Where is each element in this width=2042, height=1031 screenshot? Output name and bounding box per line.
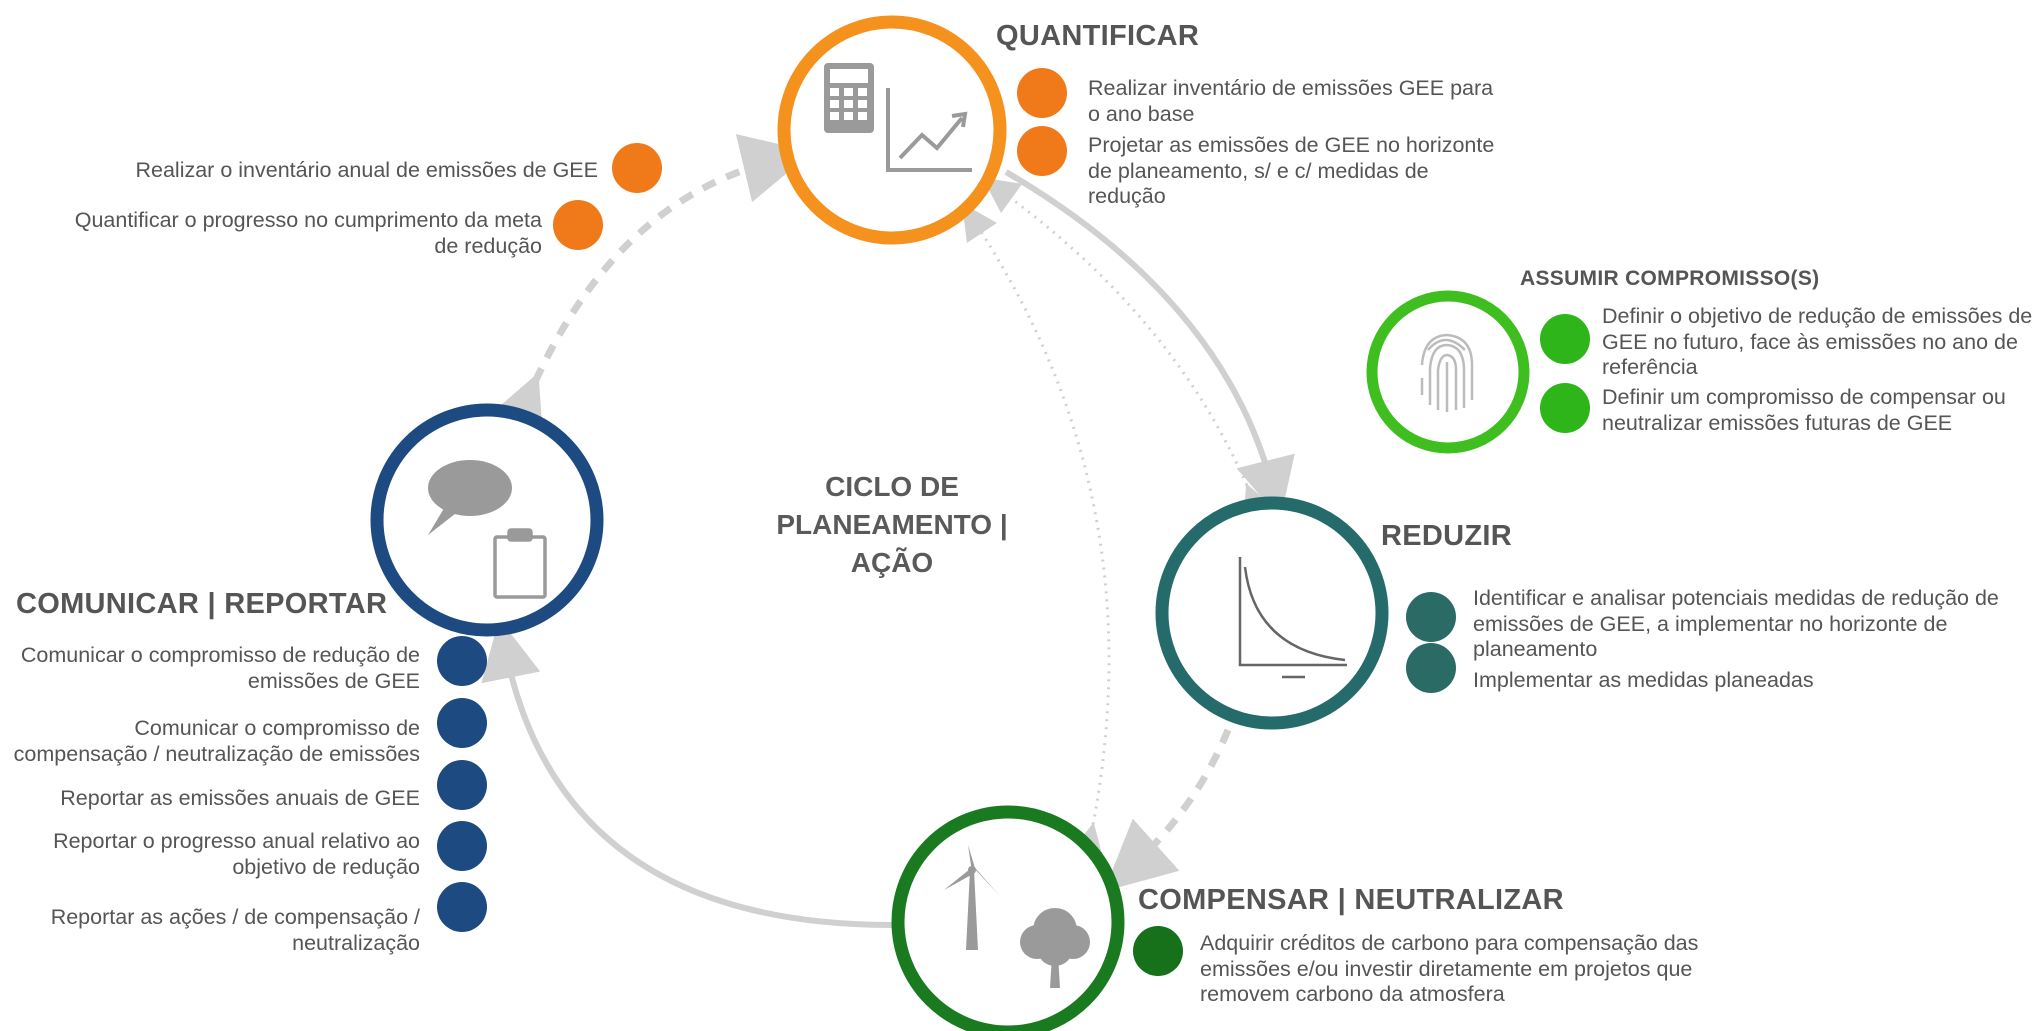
tree-icon	[1020, 908, 1090, 988]
comunicar-bullet-dot	[437, 636, 487, 686]
comunicar-item: Reportar o progresso anual relativo ao o…	[53, 829, 420, 879]
comunicar-item: Comunicar o compromisso de redução de em…	[20, 643, 420, 693]
assumir-title: ASSUMIR COMPROMISSO(S)	[1520, 267, 1820, 290]
comunicar-bullet-dot	[437, 882, 487, 932]
assumir-bullet-dot	[1540, 314, 1590, 364]
quantificar-left-bullet-dot	[612, 143, 662, 193]
compensar-node	[891, 805, 1125, 1031]
comunicar-bullet-dot	[437, 760, 487, 810]
decay-curve-icon	[1238, 557, 1347, 679]
cycle-center-title: CICLO DE PLANEAMENTO | AÇÃO	[752, 468, 1032, 582]
assumir-item: Definir um compromisso de compensar ou n…	[1602, 385, 2006, 435]
comunicar-title: COMUNICAR | REPORTAR	[16, 588, 388, 620]
quantificar-left-bullet-dot	[553, 200, 603, 250]
compensar-title: COMPENSAR | NEUTRALIZAR	[1138, 884, 1564, 916]
comunicar-item: Comunicar o compromisso de compensação /…	[13, 716, 420, 766]
quantificar-bullet-dot	[1017, 126, 1067, 176]
center-title-line1: CICLO DE	[825, 471, 959, 502]
center-title-line3: AÇÃO	[850, 547, 934, 578]
reduzir-bullet-dot	[1406, 643, 1456, 693]
quantificar-node	[777, 15, 1007, 245]
reduzir-bullet-dot	[1406, 592, 1456, 642]
reduzir-node	[1155, 496, 1389, 730]
line-chart-icon	[886, 88, 972, 172]
wind-turbine-icon	[944, 845, 1000, 950]
clipboard-icon	[493, 528, 547, 599]
assumir-bullet-dot	[1540, 383, 1590, 433]
comunicar-node	[370, 403, 604, 637]
center-title-line2: PLANEAMENTO |	[776, 509, 1008, 540]
comunicar-item: Reportar as ações / de compensação / neu…	[50, 905, 420, 955]
arrow-comunicar-quantificar-dashed	[479, 134, 813, 451]
reduzir-title: REDUZIR	[1381, 520, 1512, 552]
fingerprint-icon	[1420, 333, 1474, 412]
comunicar-bullet-dot	[437, 698, 487, 748]
reduzir-item: Identificar e analisar potenciais medida…	[1473, 586, 1999, 661]
arrow-compensar-to-comunicar	[481, 618, 893, 928]
quantificar-left-item: Quantificar o progresso no cumprimento d…	[74, 208, 542, 258]
reduzir-item: Implementar as medidas planeadas	[1473, 668, 1814, 692]
quantificar-title: QUANTIFICAR	[996, 20, 1200, 52]
arrow-reduzir-to-quantificar-dotted	[982, 177, 1277, 524]
comunicar-bullet-dot	[437, 821, 487, 871]
quantificar-item: Projetar as emissões de GEE no horizonte…	[1088, 133, 1495, 208]
quantificar-bullet-dot	[1017, 68, 1067, 118]
arrow-quantificar-to-reduzir	[1004, 169, 1295, 520]
calculator-icon	[824, 63, 874, 133]
quantificar-left-item: Realizar o inventário anual de emissões …	[135, 158, 598, 182]
quantificar-item: Realizar inventário de emissões GEE para…	[1088, 76, 1494, 126]
assumir-node	[1366, 290, 1530, 454]
assumir-item: Definir o objetivo de redução de emissõe…	[1602, 304, 2033, 379]
arrow-reduzir-to-compensar-dashed	[1103, 728, 1232, 892]
speech-bubble-icon	[428, 460, 512, 535]
comunicar-item: Reportar as emissões anuais de GEE	[60, 786, 420, 810]
compensar-bullet-dot	[1133, 926, 1183, 976]
compensar-item: Adquirir créditos de carbono para compen…	[1200, 931, 1699, 1006]
